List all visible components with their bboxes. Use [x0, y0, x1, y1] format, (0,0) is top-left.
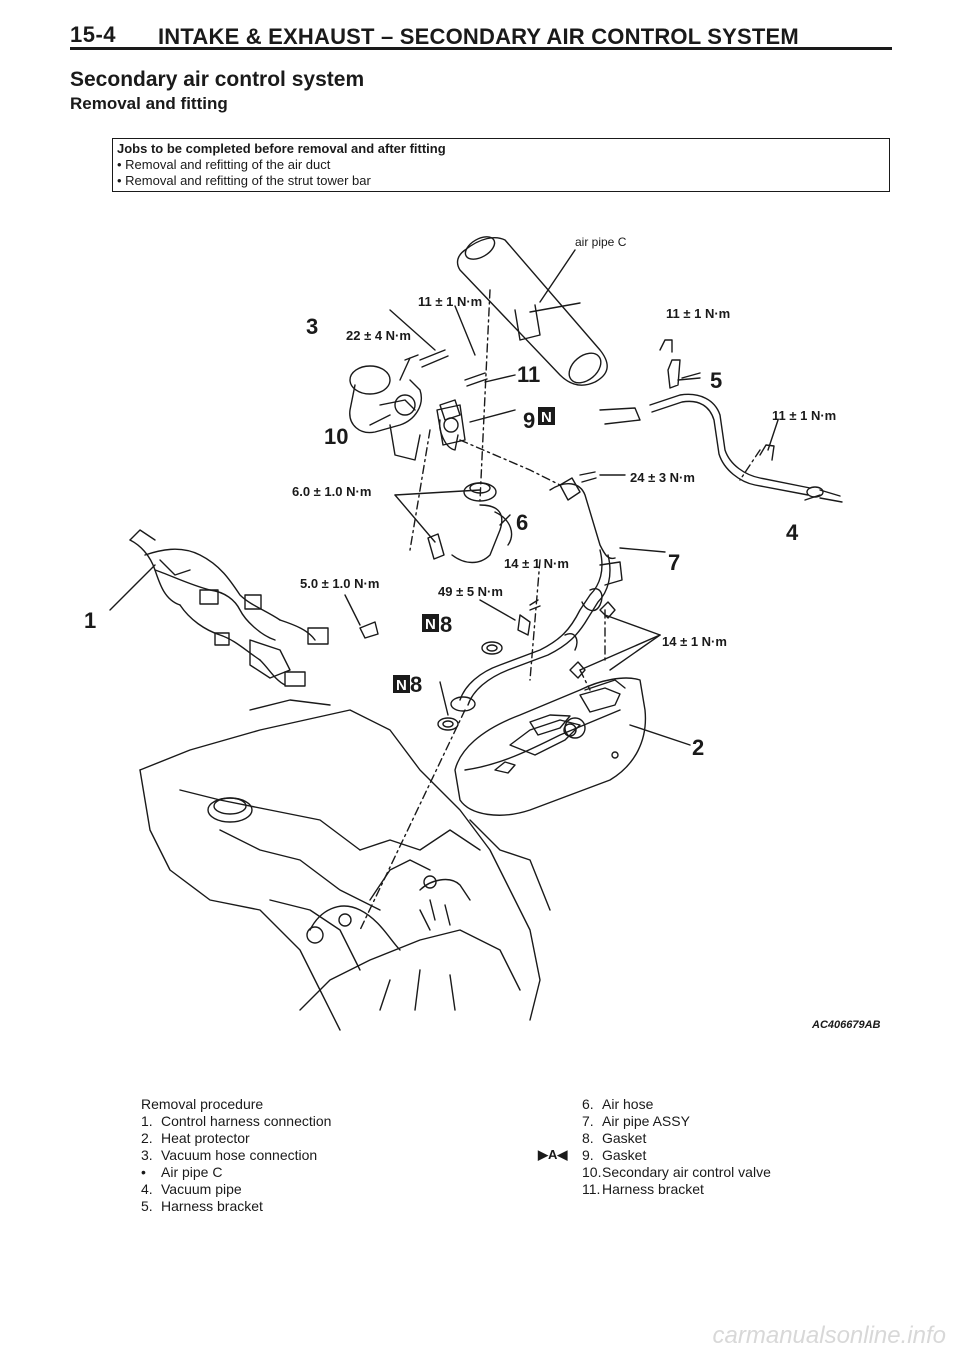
section-title: Secondary air control system — [70, 68, 365, 91]
step-number: 8. — [582, 1130, 594, 1146]
jobs-item: • Removal and refitting of the air duct — [117, 157, 331, 172]
heat-protector-drawing — [454, 677, 647, 816]
procedure-heading-text: Removal procedure — [141, 1096, 264, 1112]
part-number-9: 9 — [523, 408, 535, 433]
step-number: 6. — [582, 1096, 594, 1112]
step-text: Air hose — [602, 1096, 654, 1112]
part-number-2: 2 — [692, 735, 704, 760]
procedure-step: • Air pipe C — [141, 1164, 471, 1181]
part-number-10: 10 — [324, 424, 348, 449]
part-number-6: 6 — [516, 510, 528, 535]
step-number: 11. — [582, 1181, 601, 1197]
step-number: 2. — [141, 1130, 153, 1146]
part-number-1: 1 — [84, 608, 96, 633]
air-hose-drawing — [427, 482, 513, 564]
new-part-marker-8a: N — [422, 614, 439, 633]
assembly-lines-drawing — [359, 289, 761, 931]
step-text: Air pipe ASSY — [602, 1113, 690, 1129]
torque-6: 6.0 ± 1.0 N·m — [292, 484, 371, 499]
air-pipe-assy-drawing — [450, 477, 623, 712]
new-part-marker-9: N — [538, 407, 555, 426]
step-number: 3. — [141, 1147, 153, 1163]
torque-22: 22 ± 4 N·m — [346, 328, 411, 343]
vacuum-pipe-drawing — [599, 393, 843, 503]
procedure-step: 2. Heat protector — [141, 1130, 471, 1147]
part-number-5: 5 — [710, 368, 722, 393]
torque-11-top: 11 ± 1 N·m — [418, 294, 482, 309]
watermark: carmanualsonline.info — [712, 1322, 946, 1349]
header-title: INTAKE & EXHAUST – SECONDARY AIR CONTROL… — [158, 24, 799, 49]
torque-49: 49 ± 5 N·m — [438, 584, 503, 599]
step-bullet: • — [141, 1164, 146, 1180]
new-part-marker-8a-letter: N — [425, 616, 436, 633]
part-number-8a: 8 — [440, 612, 452, 637]
procedure-step: 3. Vacuum hose connection — [141, 1147, 471, 1164]
procedure-step: 4. Vacuum pipe — [141, 1181, 471, 1198]
step-number: 9. — [582, 1147, 594, 1163]
air-pipe-c-drawing — [456, 236, 608, 386]
step-text: Vacuum hose connection — [161, 1147, 318, 1163]
control-harness-drawing — [129, 529, 329, 687]
procedure-step: 11.Harness bracket — [582, 1181, 882, 1198]
leader-lines-drawing — [109, 249, 821, 746]
part-number-3: 3 — [306, 314, 318, 339]
torque-5: 5.0 ± 1.0 N·m — [300, 576, 379, 591]
callout-air-pipe: air pipe C — [575, 235, 627, 249]
step-number: 1. — [141, 1113, 153, 1129]
step-text: Harness bracket — [602, 1181, 704, 1197]
figure-reference: AC406679AB — [811, 1019, 881, 1031]
step-text: Secondary air control valve — [602, 1164, 771, 1180]
jobs-item: • Removal and refitting of the strut tow… — [117, 173, 371, 188]
part-number-11: 11 — [517, 362, 540, 387]
step-text: Control harness connection — [161, 1113, 332, 1129]
jobs-box: Jobs to be completed before removal and … — [112, 138, 890, 192]
engine-block-drawing — [139, 699, 551, 1031]
jobs-heading: Jobs to be completed before removal and … — [117, 141, 446, 156]
procedure-list-right: 6. Air hose 7. Air pipe ASSY 8. Gasket 9. Ga… — [582, 1096, 882, 1198]
procedure-heading: Removal procedure — [141, 1096, 471, 1113]
harness-bracket-drawing — [667, 359, 701, 389]
step-number: 7. — [582, 1113, 594, 1129]
part-number-4: 4 — [786, 520, 799, 545]
new-part-marker-9-letter: N — [541, 409, 552, 426]
torque-14-b: 14 ± 1 N·m — [662, 634, 727, 649]
step-number: 5. — [141, 1198, 153, 1214]
procedure-step: 1. Control harness connection — [141, 1113, 471, 1130]
step-text: Gasket — [602, 1130, 647, 1146]
new-part-marker-8b-letter: N — [396, 677, 407, 694]
procedure-step: 10.Secondary air control valve — [582, 1164, 882, 1181]
procedure-step: 6. Air hose — [582, 1096, 882, 1113]
torque-11-far: 11 ± 1 N·m — [772, 408, 836, 423]
step-text: Gasket — [602, 1147, 647, 1163]
part-number-7: 7 — [668, 550, 680, 575]
procedure-step: 5. Harness bracket — [141, 1198, 471, 1215]
service-point-marker: ▶A◀ — [538, 1147, 568, 1162]
step-text: Harness bracket — [161, 1198, 263, 1214]
procedure-step: 7. Air pipe ASSY — [582, 1113, 882, 1130]
part-number-8b: 8 — [410, 672, 422, 697]
gaskets-8-drawing — [437, 641, 503, 731]
torque-14-a: 14 ± 1 N·m — [504, 556, 569, 571]
procedure-list-left: Removal procedure 1. Control harness conn… — [141, 1096, 471, 1215]
torque-24: 24 ± 3 N·m — [630, 470, 695, 485]
step-text: Heat protector — [161, 1130, 250, 1146]
step-number: 4. — [141, 1181, 153, 1197]
new-part-marker-8b: N — [393, 675, 410, 694]
header-rule — [70, 47, 892, 50]
procedure-step: 8. Gasket — [582, 1130, 882, 1147]
procedure-step: 9. Gasket — [582, 1147, 882, 1164]
sub-title: Removal and fitting — [70, 94, 228, 113]
gasket-9-drawing — [436, 404, 466, 446]
step-number: 10. — [582, 1164, 602, 1180]
step-text: Vacuum pipe — [161, 1181, 242, 1197]
torque-11-right: 11 ± 1 N·m — [666, 306, 730, 321]
exploded-diagram: air pipe C 1 2 3 4 5 6 7 8 8 9 10 11 N N… — [60, 210, 910, 1050]
page-number: 15-4 — [70, 22, 117, 47]
step-text: Air pipe C — [161, 1164, 223, 1180]
